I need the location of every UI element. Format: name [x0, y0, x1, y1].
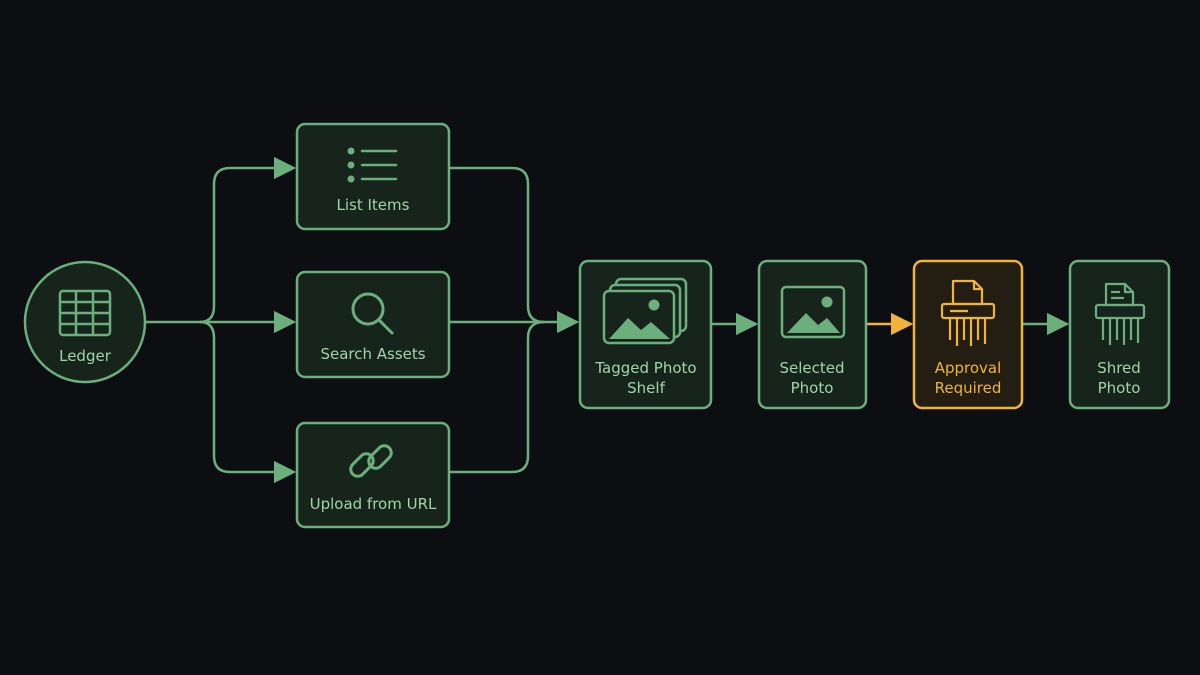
spreadsheet-icon [58, 289, 112, 337]
node-tagged-photo-shelf[interactable]: Tagged Photo Shelf [578, 259, 713, 410]
node-selected-photo[interactable]: Selected Photo [757, 259, 868, 410]
edge-list-items-to-merge [449, 166, 545, 324]
ledger-label: Ledger [59, 347, 112, 365]
approval-required-label-line1: Approval [935, 359, 1002, 377]
node-upload-url[interactable]: Upload from URL [295, 421, 451, 529]
edge-upload-url-to-merge [449, 320, 545, 474]
shred-photo-label-line2: Photo [1098, 379, 1141, 397]
node-ledger[interactable]: Ledger [23, 260, 147, 384]
selected-photo-label-line2: Photo [791, 379, 834, 397]
node-list-items[interactable]: List Items [295, 122, 451, 231]
photo-stack-icon [602, 277, 688, 345]
link-icon [349, 444, 393, 478]
shredder-icon [940, 279, 996, 346]
upload-url-label: Upload from URL [310, 495, 437, 513]
approval-required-label-line2: Required [935, 379, 1002, 397]
node-shred-photo[interactable]: Shred Photo [1068, 259, 1171, 410]
magnifier-icon [351, 292, 394, 335]
node-search-assets[interactable]: Search Assets [295, 270, 451, 379]
edge-ledger-to-list-items [199, 156, 297, 324]
search-assets-label: Search Assets [320, 345, 425, 363]
node-approval-required[interactable]: Approval Required [912, 259, 1024, 410]
tagged-photo-shelf-label-line2: Shelf [627, 379, 665, 397]
edge-ledger-to-upload-url [199, 320, 297, 484]
photo-icon [780, 285, 846, 339]
tagged-photo-shelf-label-line1: Tagged Photo [594, 359, 696, 377]
list-items-label: List Items [337, 196, 410, 214]
selected-photo-label-line1: Selected [779, 359, 844, 377]
shred-photo-label-line1: Shred [1097, 359, 1141, 377]
list-icon [347, 147, 398, 183]
shredder-icon [1094, 282, 1146, 345]
